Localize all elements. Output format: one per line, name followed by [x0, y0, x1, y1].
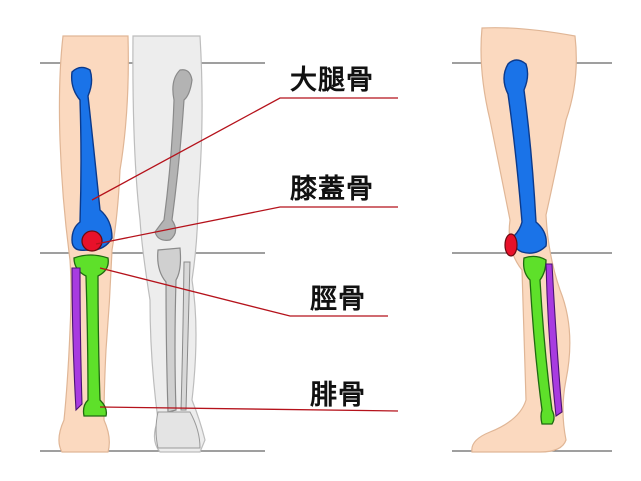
leader-line-patella: [95, 206, 398, 245]
gray-fibula: [180, 261, 191, 411]
leader-line-tibia: [99, 267, 388, 317]
side-femur-bone: [503, 59, 547, 254]
side-leg: [471, 27, 577, 453]
gray-foot-bones: [155, 411, 201, 449]
side-patella-bone: [504, 233, 518, 257]
gray-femur: [154, 69, 193, 241]
patella-bone: [81, 230, 103, 252]
side-fibula-bone: [545, 263, 563, 417]
fibula-bone: [71, 267, 83, 412]
label-tibia: 脛骨: [310, 284, 366, 315]
label-patella: 膝蓋骨: [290, 174, 374, 205]
front-leg-colored: [58, 35, 129, 453]
femur-bone: [70, 66, 113, 251]
leader-line-femur: [91, 97, 398, 201]
label-fibula: 腓骨: [310, 380, 366, 411]
front-leg-gray: [132, 35, 206, 453]
leader-lines: [91, 97, 399, 412]
label-femur: 大腿骨: [290, 65, 374, 96]
leader-line-fibula: [99, 406, 399, 412]
gray-tibia: [157, 247, 182, 413]
tibia-bone: [73, 254, 109, 417]
